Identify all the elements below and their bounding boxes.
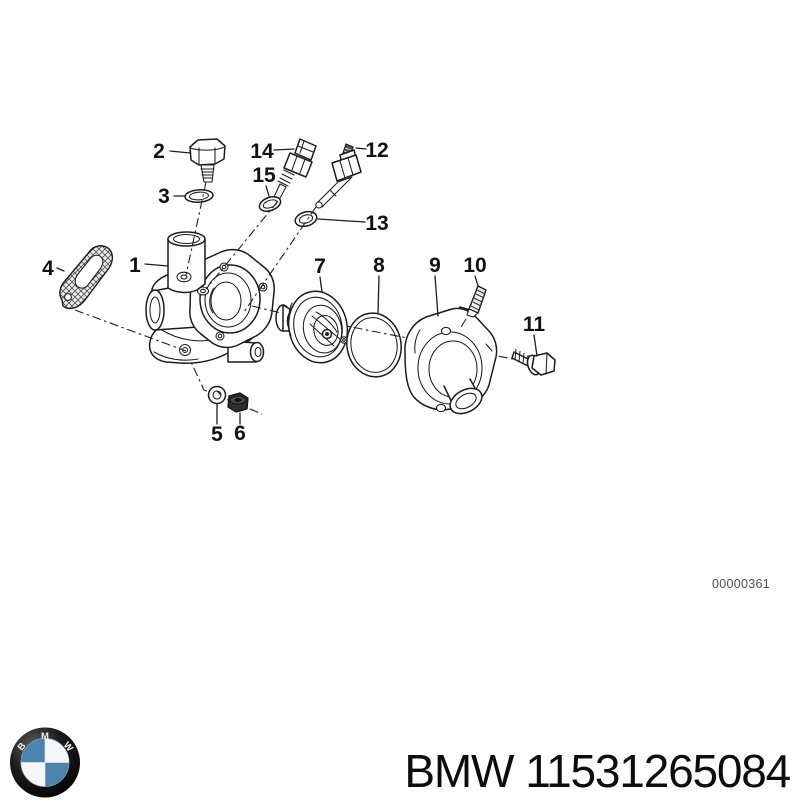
exploded-parts-diagram: 1 2 3 4 5 6 7 8 9 10 11 12 13 14 15 (42, 138, 556, 446)
brand-name: BMW (404, 745, 514, 797)
assembly-axis-over (74, 181, 317, 352)
callout-9: 9 (429, 254, 441, 277)
callout-13: 13 (365, 212, 388, 235)
callout-4: 4 (42, 257, 54, 280)
drawing-number: 00000361 (711, 577, 770, 591)
part-gasket (59, 245, 114, 310)
part-vent-stud (460, 285, 487, 328)
callout-12: 12 (365, 139, 388, 162)
callout-3: 3 (158, 185, 170, 208)
part-thermostat (275, 290, 349, 364)
callout-14: 14 (250, 140, 274, 163)
part-number: 11531265084 (525, 745, 791, 797)
callout-7: 7 (314, 255, 326, 278)
bmw-logo-icon: B M W (10, 727, 80, 798)
part-sealing-washer (184, 188, 214, 204)
callout-labels: 1 2 3 4 5 6 7 8 9 10 11 12 13 14 15 (42, 139, 545, 446)
logo-letter-m: M (41, 731, 49, 742)
part-temp-sensor (273, 138, 317, 201)
part-sealing-ring-15 (258, 196, 282, 212)
callout-10: 10 (463, 254, 486, 277)
callout-leader-lines (56, 147, 538, 425)
part-washer (207, 385, 227, 405)
part-thermostat-housing (145, 231, 275, 364)
callout-2: 2 (153, 140, 165, 163)
part-nut (227, 392, 249, 413)
callout-15: 15 (252, 164, 276, 187)
callout-5: 5 (211, 423, 223, 446)
callout-8: 8 (373, 254, 385, 277)
callout-1: 1 (129, 254, 141, 277)
part-temp-switch (315, 143, 362, 209)
part-o-ring (346, 312, 402, 378)
part-sealing-ring-13 (294, 210, 318, 228)
part-cover (404, 306, 498, 415)
callout-6: 6 (234, 422, 246, 445)
part-bolt (511, 348, 556, 376)
callout-11: 11 (523, 313, 546, 336)
part-plug (189, 138, 226, 183)
